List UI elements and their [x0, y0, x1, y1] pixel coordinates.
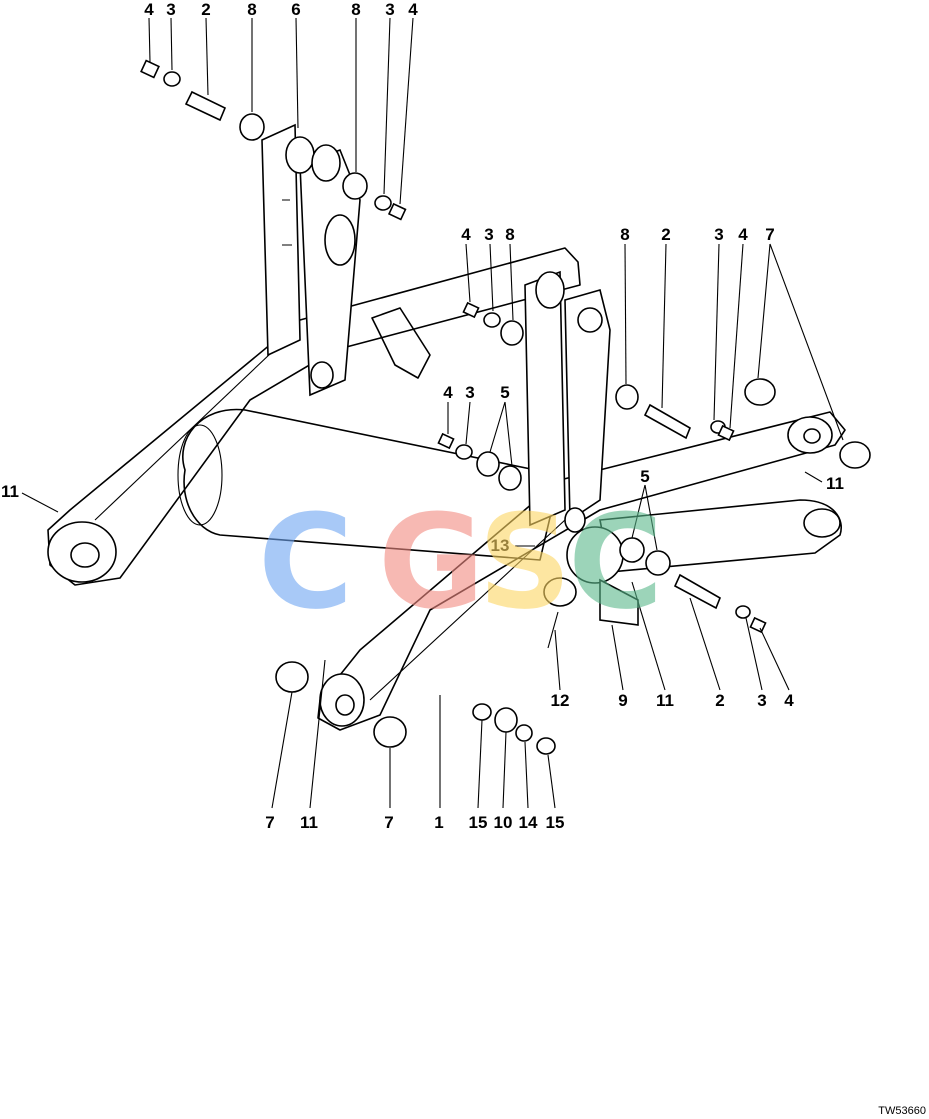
callout-label: 7	[384, 813, 393, 832]
callout-label: 4	[144, 0, 154, 19]
callout-label: 11	[826, 474, 844, 493]
callout-label: 9	[618, 691, 627, 710]
hardware-mid	[275, 301, 871, 755]
callout-label: 8	[505, 225, 514, 244]
callout-label: 11	[1, 482, 19, 501]
drawing-number: TW53660	[878, 1105, 926, 1117]
callout-label: 4	[443, 383, 453, 402]
upper-link-right	[524, 270, 611, 533]
callout-label: 15	[546, 813, 565, 832]
callout-label: 8	[351, 0, 360, 19]
callout-label: 5	[500, 383, 509, 402]
callout-label: 7	[765, 225, 774, 244]
callout-label: 10	[494, 813, 513, 832]
callout-label: 2	[715, 691, 724, 710]
callout-label: 4	[408, 0, 418, 19]
callout-label: 3	[484, 225, 493, 244]
callout-label: 8	[620, 225, 629, 244]
callout-label: 8	[247, 0, 256, 19]
callout-label: 4	[784, 691, 794, 710]
callout-label: 4	[738, 225, 748, 244]
leader-lines	[21, 17, 844, 809]
callout-label: 2	[661, 225, 670, 244]
callout-label: 2	[201, 0, 210, 19]
callout-label: 7	[265, 813, 274, 832]
lift-arm-frame	[47, 247, 846, 731]
callout-label: 11	[656, 691, 674, 710]
callout-label: 3	[465, 383, 474, 402]
hardware-top-left	[140, 59, 407, 221]
callout-label: 3	[166, 0, 175, 19]
callout-labels: 4 3 2 8 6 8 3 4 4 3 8 8 2 3 4 7 4 3 5 11…	[1, 0, 844, 832]
callout-label: 3	[757, 691, 766, 710]
callout-label: 3	[385, 0, 394, 19]
callout-label: 1	[434, 813, 443, 832]
callout-label: 11	[300, 813, 318, 832]
callout-label: 15	[469, 813, 488, 832]
callout-label: 3	[714, 225, 723, 244]
callout-label: 13	[491, 536, 510, 555]
callout-label: 5	[640, 467, 649, 486]
callout-label: 6	[291, 0, 300, 19]
callout-label: 4	[461, 225, 471, 244]
callout-label: 14	[519, 813, 538, 832]
upper-link-left	[261, 123, 361, 397]
callout-label: 12	[551, 691, 570, 710]
